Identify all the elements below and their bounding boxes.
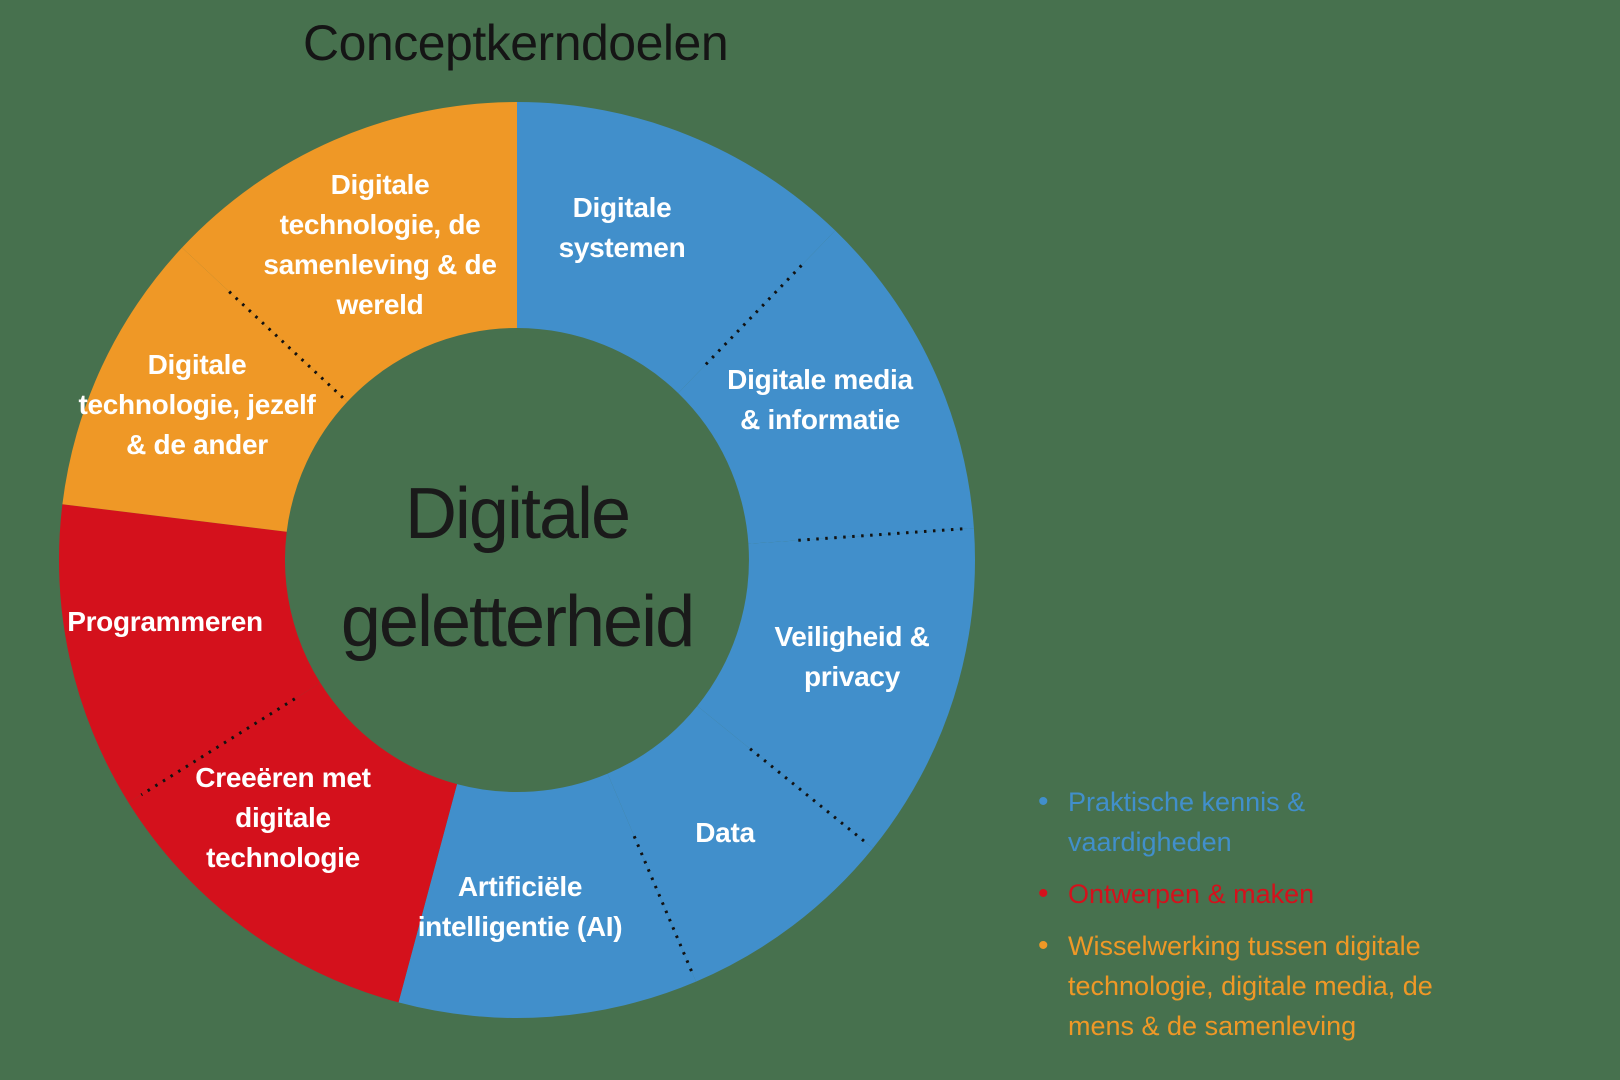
segment-data bbox=[607, 706, 873, 982]
legend: • Praktische kennis & vaardigheden • Ontwer… bbox=[1038, 782, 1458, 1058]
segment-artificiele-intelligentie bbox=[398, 773, 696, 1019]
segment-digitale-media-informatie bbox=[678, 230, 974, 544]
legend-item-0: • Praktische kennis & vaardigheden bbox=[1038, 782, 1458, 862]
segment-divider-dotted-line-1 bbox=[798, 527, 969, 542]
segment-digitale-technologie-jezelf-en-de-ander bbox=[62, 247, 348, 532]
segment-divider-dotted-line-3 bbox=[632, 835, 695, 977]
legend-label: Wisselwerking tussen digitale technologi… bbox=[1068, 931, 1433, 1041]
segment-creeeren-met-digitale-technologie bbox=[128, 682, 457, 1003]
segment-divider-dotted-line-0 bbox=[704, 260, 807, 366]
page-title: Conceptkerndoelen bbox=[303, 15, 729, 71]
legend-item-1: • Ontwerpen & maken bbox=[1038, 874, 1458, 914]
legend-bullet-icon: • bbox=[1038, 929, 1049, 962]
segment-veiligheid-privacy bbox=[697, 528, 976, 849]
segment-programmeren bbox=[58, 504, 321, 803]
segment-divider-dotted-line-2 bbox=[749, 747, 870, 846]
legend-label: Ontwerpen & maken bbox=[1068, 879, 1315, 909]
segment-divider-dotted-line-4 bbox=[140, 697, 296, 797]
segment-digitale-technologie-samenleving-en-wereld bbox=[182, 101, 517, 402]
segment-digitale-systemen bbox=[517, 101, 836, 394]
legend-bullet-icon: • bbox=[1038, 877, 1049, 910]
legend-bullet-icon: • bbox=[1038, 785, 1049, 818]
legend-label: Praktische kennis & vaardigheden bbox=[1068, 787, 1306, 857]
donut-center-label: Digitale geletterheid bbox=[340, 474, 695, 662]
legend-item-2: • Wisselwerking tussen digitale technolog… bbox=[1038, 926, 1458, 1046]
